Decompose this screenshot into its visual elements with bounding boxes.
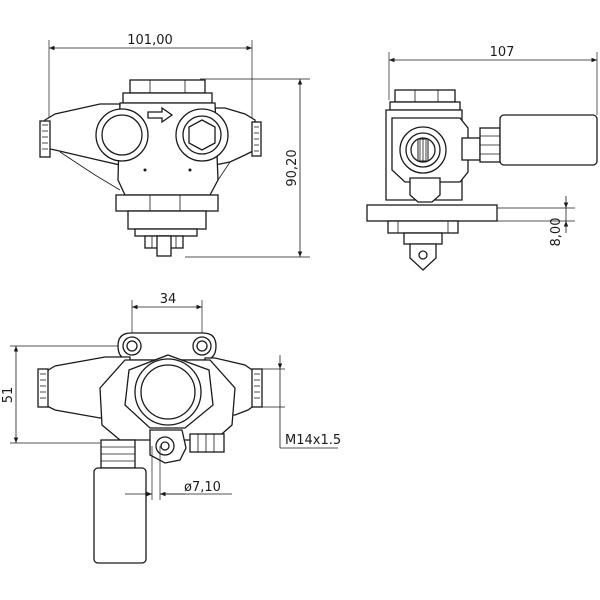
side-plug — [189, 433, 225, 453]
thread-label: M14x1.5 — [285, 433, 341, 448]
base-flange-front — [115, 194, 219, 212]
hex-plug — [188, 119, 216, 151]
dim-label-width-front: 101,00 — [127, 33, 173, 48]
filter-cylinder-side — [499, 114, 598, 166]
dim-label-height-front: 90,20 — [285, 149, 300, 186]
base-flange-side — [366, 204, 498, 222]
dim-label-center-distance: 34 — [160, 292, 177, 307]
left-port-thread — [39, 120, 51, 158]
side-view: 107 8,00 — [366, 45, 598, 271]
dim-label-hole-diameter: ø7,10 — [184, 480, 221, 495]
top-hex-nut — [129, 79, 206, 94]
front-view: 101,00 90,20 — [39, 33, 310, 258]
filter-cylinder-top — [93, 467, 147, 564]
dim-label-width-side: 107 — [490, 45, 515, 60]
flow-arrow-icon — [147, 106, 174, 124]
dim-label-offset-side: 8,00 — [549, 218, 564, 247]
top-view: 34 51 — [1, 292, 341, 564]
top-hex-nut-side — [394, 89, 456, 103]
dim-label-height-top: 51 — [1, 387, 16, 404]
m14-thread-port — [251, 368, 263, 408]
